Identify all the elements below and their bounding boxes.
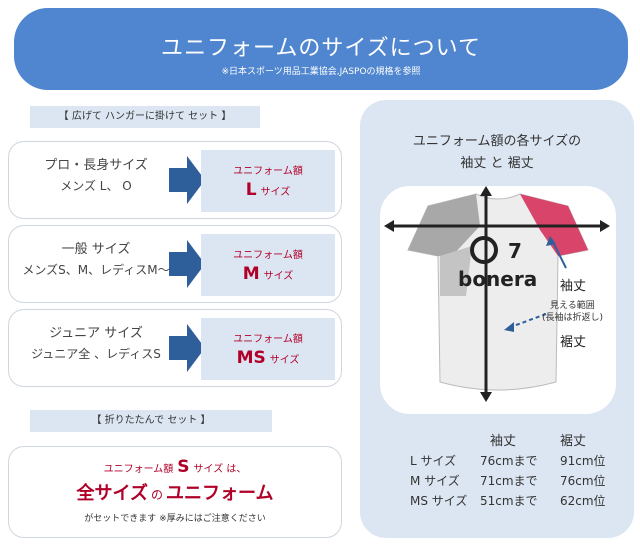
- shirt-diagram: 7 bonera 袖丈 見える範囲 (長袖は折返し) 裾丈: [384, 186, 610, 402]
- spec-size: L サイズ: [410, 454, 457, 468]
- spec-row-m: M サイズ 71cmまで 76cm位: [400, 472, 630, 490]
- header-banner: ユニフォームのサイズについて ※日本スポーツ用品工業協会,JASPOの規格を参照: [14, 8, 628, 90]
- row-target-line2: メンズS、M、レディスM〜: [22, 263, 170, 277]
- row-target-line1: 一般 サイズ: [61, 242, 131, 257]
- arrow-right-icon: [169, 324, 205, 372]
- spec-size: M サイズ: [410, 474, 460, 488]
- section-label-hanger: 【 広げて ハンガーに掛けて セット 】: [30, 106, 260, 128]
- spec-hem: 62cm位: [560, 494, 606, 508]
- spec-head-hem: 裾丈: [560, 434, 587, 449]
- row-target-line2: ジュニア全 、レディスS: [31, 347, 161, 361]
- spec-sleeve: 76cmまで: [480, 454, 538, 468]
- shirt-number: 7: [508, 239, 522, 263]
- shirt-gray-side: [440, 246, 472, 296]
- spec-head-sleeve: 袖丈: [490, 434, 517, 449]
- row-target-line2: メンズ L、 O: [60, 179, 132, 193]
- frame-label: ユニフォーム額: [233, 334, 303, 345]
- spec-size: MS サイズ: [410, 494, 468, 508]
- folded-note: がセットできます ※厚みにはご注意ください: [84, 514, 266, 524]
- spec-row-ms: MS サイズ 51cmまで 62cm位: [400, 492, 630, 510]
- frame-label: ユニフォーム額: [233, 250, 303, 261]
- sleeve-arrow: [551, 239, 567, 269]
- logo-mark-icon: [470, 236, 498, 264]
- folded-line2: 全サイズのユニフォーム: [76, 483, 274, 504]
- visible-range-label: 見える範囲: [550, 299, 595, 311]
- spec-hem: 91cm位: [560, 454, 606, 468]
- frame-label: ユニフォーム額: [233, 166, 303, 177]
- shirt-brand: bonera: [458, 267, 537, 291]
- section-label-folded: 【 折りたたんで セット 】: [30, 410, 272, 432]
- spec-hem: 76cm位: [560, 474, 606, 488]
- arrow-right-icon: [169, 240, 205, 288]
- sleeve-label: 袖丈: [560, 279, 586, 294]
- spec-sleeve: 51cmまで: [480, 494, 538, 508]
- spec-sleeve: 71cmまで: [480, 474, 538, 488]
- page-title: ユニフォームのサイズについて: [160, 36, 482, 61]
- row-target-line1: ジュニア サイズ: [49, 326, 143, 341]
- row-target: プロ・長身サイズ メンズ L、 O: [21, 156, 171, 196]
- row-target: 一般 サイズ メンズS、M、レディスM〜: [21, 240, 171, 280]
- size-spec-panel: ユニフォーム額の各サイズの 袖丈 と 裾丈 7 bonera 袖丈 見える範囲 …: [360, 100, 634, 538]
- panel-subtitle: 袖丈 と 裾丈: [460, 156, 534, 171]
- spec-row-l: L サイズ 76cmまで 91cm位: [400, 452, 630, 470]
- visible-range-sub: (長袖は折返し): [542, 311, 603, 323]
- row-target: ジュニア サイズ ジュニア全 、レディスS: [21, 324, 171, 364]
- header-note: ※日本スポーツ用品工業協会,JASPOの規格を参照: [221, 67, 421, 77]
- row-target-line1: プロ・長身サイズ: [44, 158, 148, 173]
- hem-label: 裾丈: [560, 335, 586, 350]
- panel-title: ユニフォーム額の各サイズの: [412, 134, 582, 149]
- arrow-right-icon: [169, 156, 205, 204]
